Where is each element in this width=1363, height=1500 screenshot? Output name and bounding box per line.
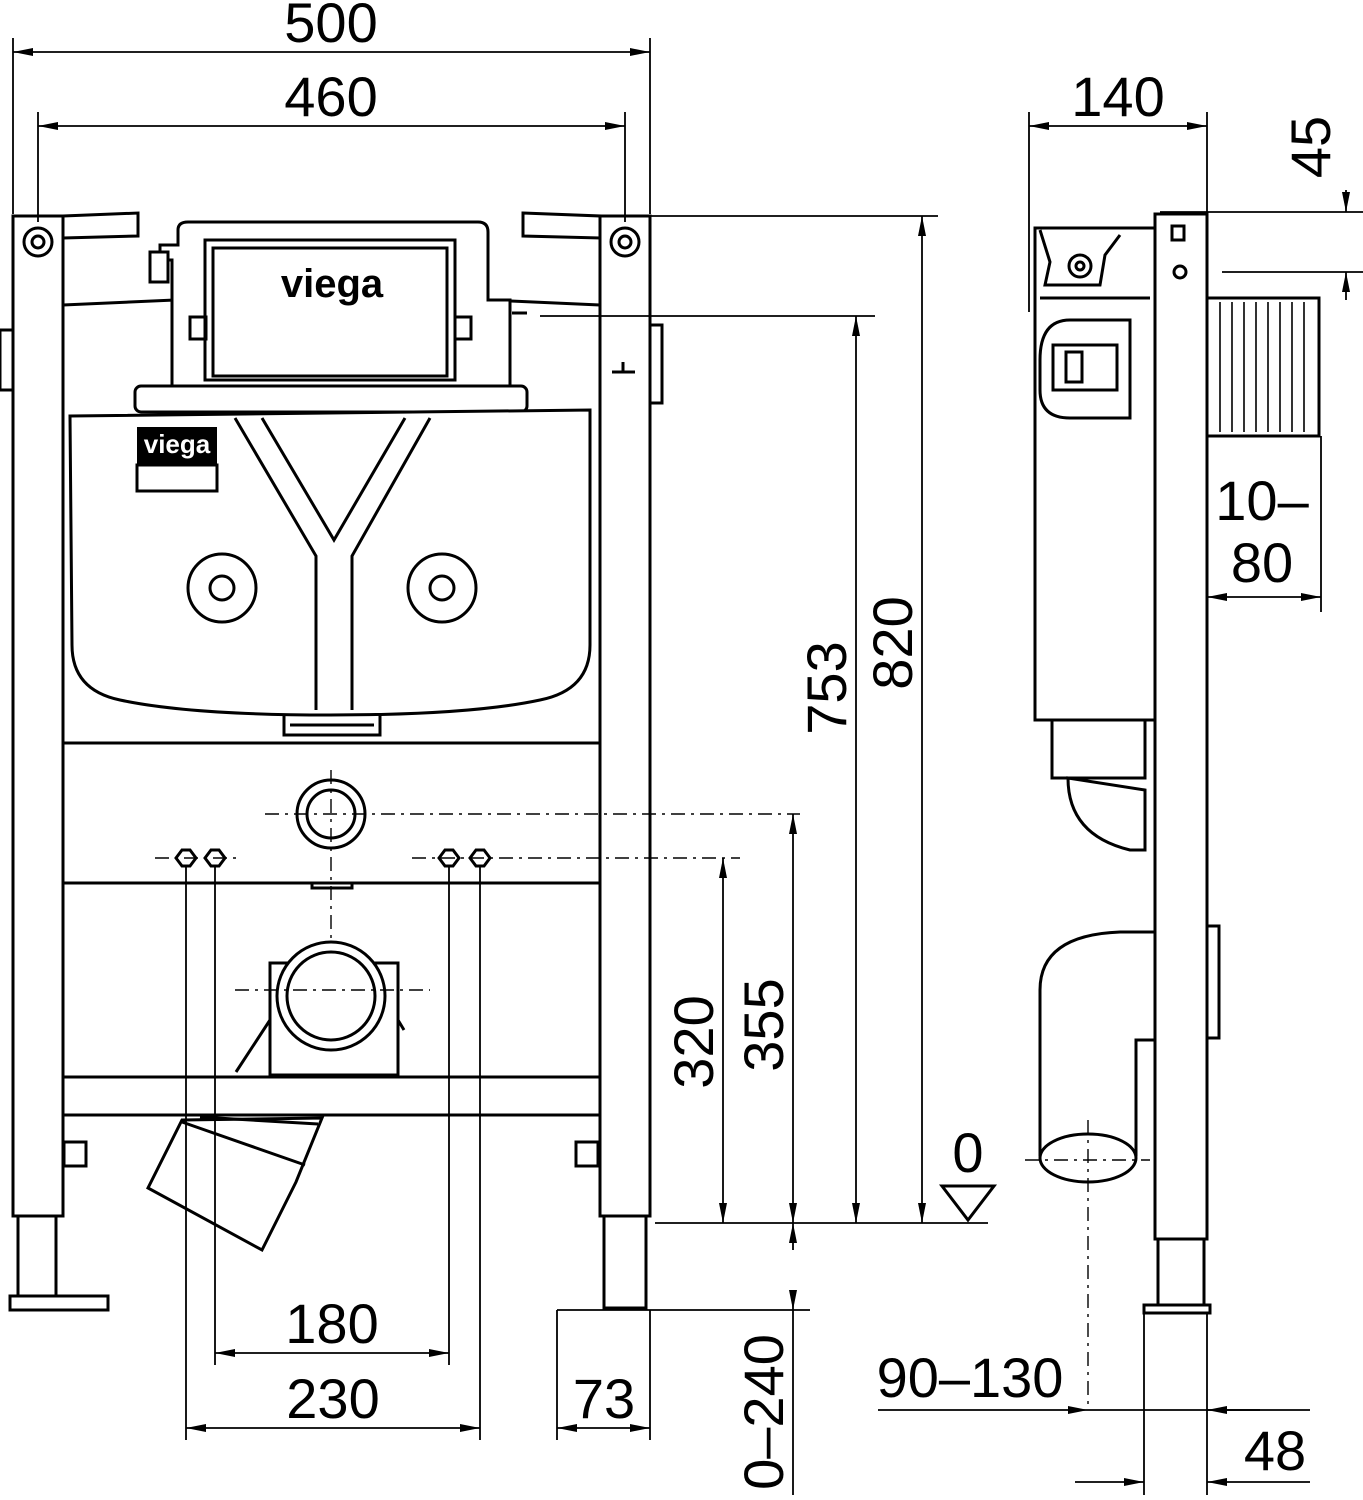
dim-frame-width: 500 bbox=[284, 0, 377, 54]
cistern: viega bbox=[68, 408, 592, 737]
flush-housing: viega bbox=[148, 220, 527, 388]
dim-top-offset: 45 bbox=[1279, 116, 1342, 178]
brand-logo-cistern: viega bbox=[144, 429, 211, 459]
dim-height-button: 753 bbox=[795, 641, 858, 734]
insulation-ribs bbox=[1219, 302, 1305, 432]
dim-wall-range-1: 10– bbox=[1215, 469, 1309, 532]
dim-foot-width: 73 bbox=[573, 1367, 635, 1430]
dim-depth: 140 bbox=[1071, 65, 1164, 128]
mounting-bolts bbox=[155, 848, 740, 868]
dim-height-total: 820 bbox=[861, 596, 924, 689]
dim-floor-level: 0 bbox=[952, 1121, 983, 1184]
dim-height-supply: 355 bbox=[732, 978, 795, 1071]
dim-drain-offset: 90–130 bbox=[877, 1346, 1064, 1409]
side-view bbox=[1025, 212, 1321, 1410]
supply-pipe bbox=[265, 770, 800, 940]
brand-logo-top: viega bbox=[281, 262, 384, 306]
drain-bend bbox=[146, 940, 430, 1253]
dim-leg-extension: 0–240 bbox=[732, 1334, 795, 1490]
dim-wall-range-2: 80 bbox=[1231, 531, 1293, 594]
dimensions: 500 460 820 753 355 320 0 0–240 73 180 2… bbox=[12, 0, 1363, 1495]
left-upright bbox=[0, 214, 110, 1312]
dim-bolt-inner: 180 bbox=[285, 1292, 378, 1355]
front-view: viega viega bbox=[0, 211, 800, 1312]
dim-foot-depth: 48 bbox=[1244, 1419, 1306, 1482]
dim-height-bolts: 320 bbox=[662, 995, 725, 1088]
dim-frame-width-inner: 460 bbox=[284, 65, 377, 128]
dim-bolt-outer: 230 bbox=[286, 1367, 379, 1430]
